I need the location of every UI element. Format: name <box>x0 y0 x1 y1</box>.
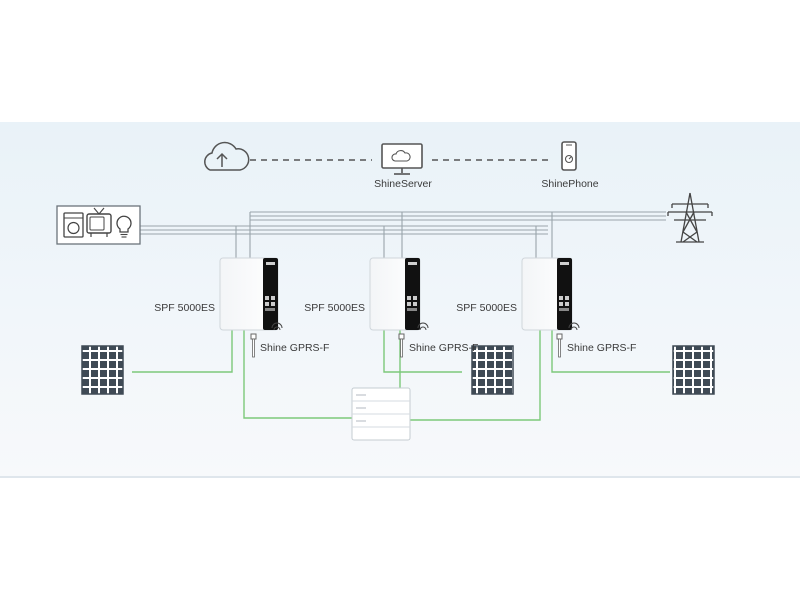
inverter-model-label: SPF 5000ES <box>304 302 365 314</box>
inverter-icon <box>521 257 573 331</box>
inverter-3: SPF 5000ES Shine GPRS-F <box>456 257 636 358</box>
server-label: ShineServer <box>374 178 432 190</box>
datalogger-label: Shine GPRS-F <box>567 342 636 354</box>
wifi-signal-icon <box>417 322 429 331</box>
solar-panel-icon <box>672 345 715 395</box>
monitor-icon <box>381 143 423 175</box>
transmission-tower-icon <box>667 192 713 243</box>
washing-machine-icon <box>63 212 84 238</box>
loads-group <box>56 205 141 245</box>
datalogger-icon <box>398 333 405 358</box>
tv-icon <box>86 207 112 237</box>
datalogger-label: Shine GPRS-F <box>409 342 478 354</box>
cloud-upload-icon <box>204 141 250 171</box>
inverter-1: SPF 5000ES Shine GPRS-F <box>154 257 329 358</box>
phone-label: ShinePhone <box>541 178 598 190</box>
solar-panel-icon <box>81 345 124 395</box>
datalogger-label: Shine GPRS-F <box>260 342 329 354</box>
solar-panel-icon <box>471 345 514 395</box>
ac-bus <box>140 211 666 258</box>
inverter-model-label: SPF 5000ES <box>456 302 517 314</box>
inverter-model-label: SPF 5000ES <box>154 302 215 314</box>
inverter-2: SPF 5000ES Shine GPRS-F <box>304 257 478 358</box>
light-bulb-icon <box>116 215 132 238</box>
wifi-signal-icon <box>568 322 580 331</box>
smartphone-icon <box>561 141 577 171</box>
datalogger-icon <box>250 333 257 358</box>
inverter-icon <box>369 257 421 331</box>
datalogger-icon <box>556 333 563 358</box>
wifi-signal-icon <box>271 322 283 331</box>
battery-cabinet-icon <box>351 387 411 441</box>
inverter-icon <box>219 257 279 331</box>
